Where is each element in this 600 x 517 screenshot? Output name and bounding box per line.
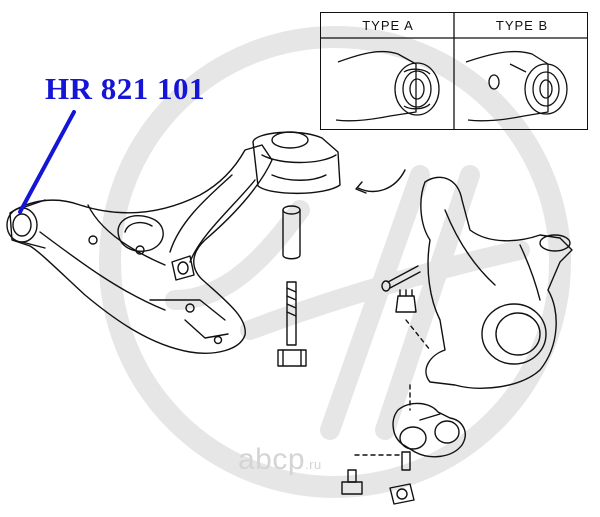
- watermark-suffix: .ru: [305, 457, 322, 472]
- ball-joint: [392, 402, 466, 458]
- steering-knuckle: [420, 176, 573, 389]
- rotation-arrow: [357, 169, 406, 193]
- front-bushing: [6, 199, 46, 249]
- mounting-bolt: [277, 281, 307, 367]
- bushing-type-inset: TYPE A TYPE B: [319, 11, 588, 130]
- lower-bolt: [341, 469, 363, 495]
- part-number-label: HR 821 101: [45, 71, 205, 106]
- type-b-bushing: [465, 50, 568, 121]
- type-a-bushing: [335, 50, 440, 121]
- type-a-heading: TYPE A: [362, 18, 414, 33]
- castle-nut: [395, 289, 417, 313]
- inset-drawing: [319, 11, 588, 130]
- lower-nut: [389, 483, 415, 505]
- lower-control-arm: [9, 144, 273, 354]
- bushing-sleeve: [282, 205, 301, 260]
- cotter-pin: [387, 265, 421, 289]
- type-b-heading: TYPE B: [495, 18, 549, 33]
- rear-bushing-housing: [252, 131, 341, 195]
- watermark-word: abcp: [238, 443, 306, 476]
- watermark-text: abcp.ru: [238, 445, 322, 475]
